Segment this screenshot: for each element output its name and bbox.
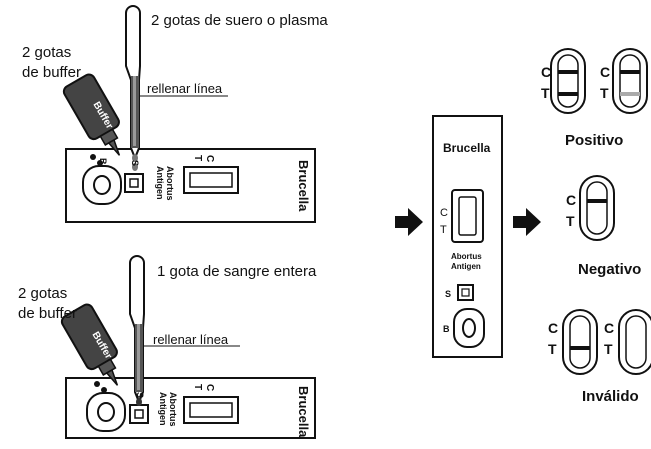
- bottom-well-s: S: [135, 392, 145, 399]
- negative-c-label: C: [566, 192, 577, 208]
- negative-t-label: T: [566, 213, 575, 229]
- bottom-antigen-line2: Antigen: [158, 392, 168, 426]
- top-antigen-line2: Antigen: [155, 166, 165, 200]
- center-title: Brucella: [443, 141, 491, 155]
- top-antigen-line1: Abortus: [165, 166, 175, 201]
- bottom-cassette-title: Brucella: [296, 386, 311, 438]
- control-line: [558, 70, 578, 74]
- center-well-b: B: [443, 324, 450, 334]
- positive2-c-label: C: [600, 64, 611, 80]
- bottom-line-t: T: [192, 384, 203, 391]
- invalid-t-label: T: [548, 341, 557, 357]
- invalid-c-label: C: [548, 320, 559, 336]
- top-sample-label: 2 gotas de suero o plasma: [151, 12, 328, 29]
- invalid2-t-label: T: [604, 341, 613, 357]
- bottom-buffer-bottle: [60, 303, 119, 386]
- bottom-buffer-label-line1: 2 gotas: [18, 285, 68, 302]
- top-line-c: C: [204, 155, 215, 163]
- top-buffer-bottle: [62, 73, 121, 156]
- center-antigen-line1: Abortus: [451, 252, 482, 261]
- positive-c-label: C: [541, 64, 552, 80]
- center-well-s: S: [445, 289, 452, 299]
- top-pipette: [125, 5, 141, 161]
- top-cassette-title: Brucella: [296, 160, 311, 212]
- test-line: [558, 92, 578, 96]
- bottom-fill-line-label: rellenar línea: [153, 332, 229, 347]
- control-line: [620, 70, 640, 74]
- top-buffer-label-line1: 2 gotas: [22, 44, 72, 61]
- top-fill-line-label: rellenar línea: [147, 81, 223, 96]
- arrow-right-icon: [513, 208, 541, 236]
- center-line-t: T: [440, 224, 447, 236]
- center-line-c: C: [440, 207, 448, 219]
- test-line: [570, 346, 590, 350]
- positive-t-label: T: [541, 85, 550, 101]
- bottom-sample-label: 1 gota de sangre entera: [157, 263, 317, 280]
- bottom-antigen-line1: Abortus: [168, 392, 178, 427]
- bottom-line-c: C: [204, 384, 215, 392]
- positive-label: Positivo: [565, 132, 624, 149]
- faint-test-line: [620, 92, 640, 96]
- top-line-t: T: [192, 155, 203, 162]
- positive2-t-label: T: [600, 85, 609, 101]
- top-well-s: S: [130, 160, 140, 167]
- bottom-buffer-label-line2: de buffer: [18, 305, 77, 322]
- arrow-right-icon: [395, 208, 423, 236]
- top-buffer-label-line2: de buffer: [22, 64, 81, 81]
- center-antigen-line2: Antigen: [451, 262, 481, 271]
- control-line: [587, 199, 607, 203]
- invalid-label: Inválido: [582, 388, 639, 405]
- top-well-b: B: [98, 158, 108, 165]
- negative-label: Negativo: [578, 261, 642, 278]
- invalid2-c-label: C: [604, 320, 615, 336]
